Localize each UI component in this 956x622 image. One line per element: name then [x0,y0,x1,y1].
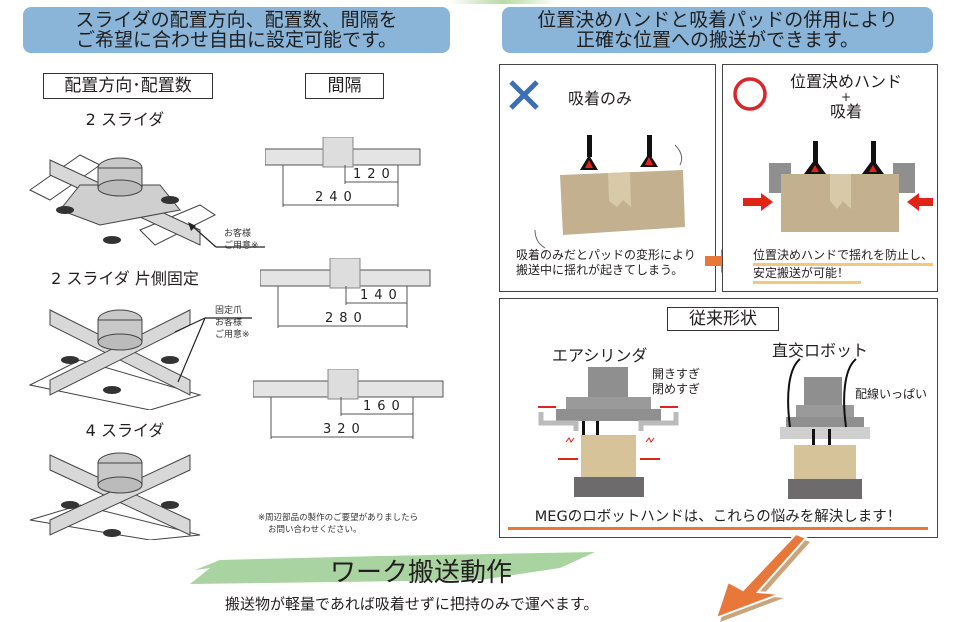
air-cylinder-illustration [538,367,679,497]
callout-arrow-1 [188,222,265,248]
config-title-2-slider: 2 スライダ [85,110,165,129]
left-banner-line2: ご希望に合わせ自由に設定可能です。 [75,29,398,51]
suction-only-desc: 吸着のみだとパッドの変形により 搬送中に揺れが起きてしまう。 [516,248,696,278]
spacing-inner-1: 120 [353,167,396,182]
spacing-inner-3: 160 [363,399,406,414]
right-banner-line2: 正確な位置への搬送ができます。 [575,29,860,51]
positioning-hand-desc-line2: 安定搬送が可能！ [753,266,862,284]
left-banner: スライダの配置方向、配置数、間隔を ご希望に合わせ自由に設定可能です。 [23,7,450,53]
air-cylinder-label: エアシリンダ [552,346,648,365]
spacing-outer-2: 280 [325,311,368,326]
right-banner: 位置決めハンドと吸着パッドの併用により 正確な位置への搬送ができます。 [502,7,933,53]
suction-only-desc-line2: 搬送中に揺れが起きてしまう。 [516,263,684,277]
positioning-hand-panel: 位置決めハンド + 吸着 位置決めハンドで揺れを防止し、 安定搬送が可能！ [722,64,938,292]
spacing-diagram-3: 160 320 [252,368,453,444]
cartesian-robot-label: 直交ロボット [772,341,869,360]
suction-only-desc-line1: 吸着のみだとパッドの変形により [516,248,696,262]
callout-1-line1: お客様 [224,229,252,239]
config-title-2-slider-fixed: 2 スライダ 片側固定 [51,269,199,288]
footnote-line2: お問い合わせください。 [268,525,362,535]
left-banner-line1: スライダの配置方向、配置数、間隔を [75,9,398,31]
callout-arrow-2 [174,317,252,383]
down-left-arrow-icon [714,532,810,622]
cross-icon [509,80,539,110]
suction-only-title: 吸着のみ [568,89,633,108]
callout-2: 固定爪 お客様 ご用意※ [215,305,250,341]
positioning-hand-title-plus: + [840,90,852,104]
two-slider-drawing [29,154,216,246]
positioning-hand-desc: 位置決めハンドで揺れを防止し、 安定搬送が可能！ [753,248,934,284]
spacing-inner-2: 140 [360,288,403,303]
air-cylinder-note-line1: 開きすぎ [652,367,701,381]
spacing-diagram-1: 120 240 [264,136,425,212]
positioning-hand-title: 位置決めハンド + 吸着 [771,73,921,121]
two-slider-fixed-drawing [28,309,202,410]
top-green-accent [448,0,558,4]
cartesian-robot-note: 配線いっぱい [855,387,928,401]
callout-1: お客様 ご用意※ [224,228,259,252]
air-cylinder-note-line2: 閉めすぎ [652,382,701,396]
green-brush-stroke [190,552,595,584]
four-slider-drawing [29,452,201,540]
spacing-label: 間隔 [305,73,384,99]
spacing-drawing-1 [264,136,421,207]
config-title-4-slider: 4 スライダ [85,421,165,440]
work-transfer-subtitle: 搬送物が軽量であれば吸着せずに把持のみで運べます。 [225,595,599,613]
orientation-label: 配置方向･配置数 [43,73,213,99]
callout-2-line3: ご用意※ [215,330,250,340]
tilted-box-illustration [534,135,685,249]
work-transfer-title: ワーク搬送動作 [330,558,513,588]
spacing-outer-1: 240 [315,190,358,205]
suction-only-panel: 吸着のみ 吸着のみだとパッドの変形により 搬送中に揺れが起きてしまう。 [499,64,716,292]
callout-2-line1: 固定爪 [215,306,243,316]
spacing-outer-3: 320 [323,422,366,437]
footnote-line1: ※周辺部品の製作のご要望がありましたら [258,513,419,523]
spacing-diagram-2: 140 280 [259,257,440,333]
air-cylinder-note: 開きすぎ 閉めすぎ [652,367,700,397]
positioning-hand-title-line1: 位置決めハンド [789,72,902,91]
held-box-illustration [743,141,933,232]
callout-1-line2: ご用意※ [224,241,259,251]
right-banner-line1: 位置決めハンドと吸着パッドの併用により [537,9,898,31]
cartesian-robot-illustration [780,358,870,499]
positioning-hand-title-line2: 吸着 [829,102,862,121]
spacing-drawing-3 [252,368,444,439]
circle-icon [733,77,767,111]
positioning-hand-desc-line1: 位置決めハンドで揺れを防止し、 [753,248,934,266]
legacy-design-title: 従来形状 [667,307,779,331]
spacing-drawing-2 [259,257,431,328]
legacy-conclusion: MEGのロボットハンドは、これらの悩みを解決します！ [508,505,928,530]
legacy-design-panel: 従来形状 エアシリンダ 開きすぎ 閉めすぎ 直交ロボット 配線いっぱい MEGの… [499,298,938,538]
callout-2-line2: お客様 [215,318,243,328]
footnote: ※周辺部品の製作のご要望がありましたら お問い合わせください。 [258,512,418,536]
